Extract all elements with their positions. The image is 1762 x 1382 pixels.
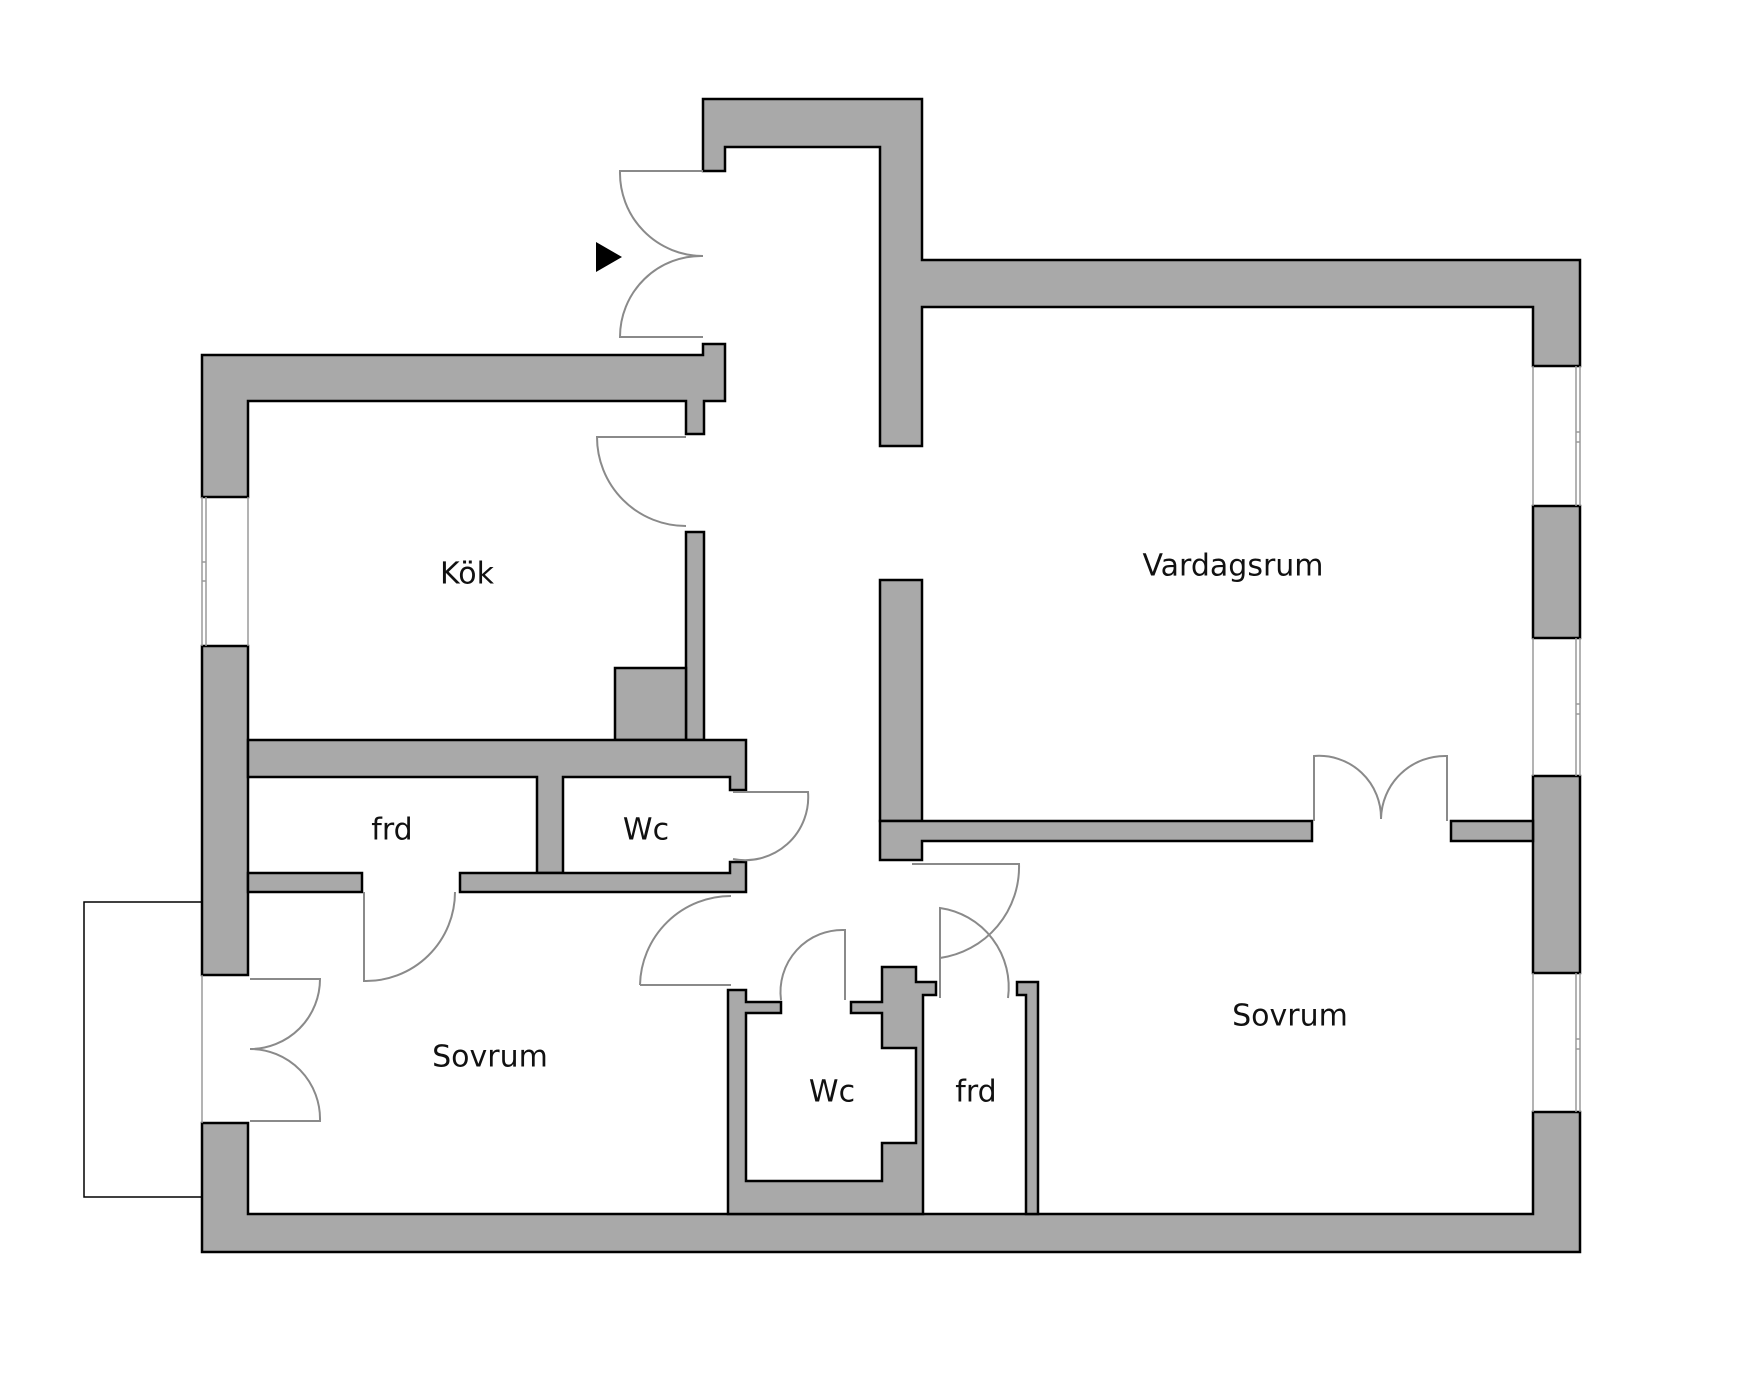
window-kitchen-west xyxy=(201,497,249,646)
room-label-frd-west: frd xyxy=(371,813,412,848)
room-label-vardagsrum: Vardagsrum xyxy=(1142,549,1323,584)
wall-west-mid xyxy=(200,644,250,977)
wall-living-west xyxy=(878,578,924,823)
door-frd-south[interactable] xyxy=(939,906,1010,999)
wall-wc-south-west xyxy=(726,965,938,1216)
wall-east-pier-lower xyxy=(1531,774,1582,975)
room-label-frd-south: frd xyxy=(955,1075,996,1110)
door-entry[interactable] xyxy=(618,170,704,338)
wall-living-south-east xyxy=(1449,819,1535,843)
room-label-kok: Kök xyxy=(440,557,495,592)
wall-kitchen-north xyxy=(200,342,727,499)
window-living-east-upper xyxy=(1532,366,1581,506)
wall-east-pier-upper xyxy=(1531,504,1582,640)
room-label-sovrum-west: Sovrum xyxy=(432,1040,548,1075)
room-label-wc-north: Wc xyxy=(623,813,669,848)
entrance-arrow-icon xyxy=(596,242,622,272)
window-bedroom-east xyxy=(1532,973,1581,1112)
door-bedroom-west[interactable] xyxy=(639,895,732,986)
door-balcony[interactable] xyxy=(249,978,322,1122)
wall-kitchen-chimney xyxy=(613,666,688,742)
wall-closets-south-b xyxy=(458,860,748,894)
room-label-sovrum-east: Sovrum xyxy=(1232,999,1348,1034)
wall-closets-south xyxy=(246,871,364,894)
room-labels: Kök Vardagsrum frd Wc Sovrum Wc frd Sovr… xyxy=(371,549,1348,1110)
walls xyxy=(200,97,1582,1254)
door-kitchen[interactable] xyxy=(595,436,687,527)
room-label-wc-south: Wc xyxy=(809,1075,855,1110)
windows xyxy=(201,366,1581,1112)
door-living-double[interactable] xyxy=(1313,754,1448,821)
wall-frd-east xyxy=(1015,980,1040,1216)
balcony-outline xyxy=(83,901,202,1198)
wall-kitchen-east xyxy=(684,530,706,742)
doors xyxy=(249,170,1448,1122)
door-bedroom-east[interactable] xyxy=(912,863,1021,959)
window-living-east-lower xyxy=(1532,638,1581,776)
wall-entry-north xyxy=(701,97,1582,448)
door-wc-south[interactable] xyxy=(779,928,846,1001)
wall-kitchen-south xyxy=(246,738,748,875)
door-wc-north[interactable] xyxy=(732,791,810,862)
door-frd-west[interactable] xyxy=(363,891,456,983)
wall-living-south xyxy=(878,819,1314,862)
